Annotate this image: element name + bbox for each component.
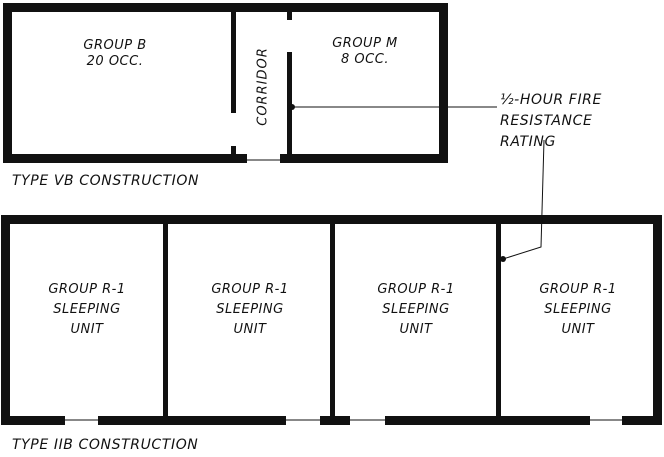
fire-rating-annotation: ½-Hour Fire Resistance Rating — [500, 92, 602, 150]
room-group-m-label: Group M 8 occ. — [332, 36, 398, 67]
room-group-b-label: Group B 20 occ. — [83, 38, 147, 69]
leader-line-bottom — [502, 139, 545, 260]
corridor-wall-east-lower — [287, 52, 292, 158]
bottom-construction-caption: Type IIB Construction — [12, 437, 199, 453]
sleeping-unit-2-label: Group R-1 Sleeping Unit — [211, 282, 289, 337]
corridor-label: Corridor — [255, 47, 271, 126]
top-exterior-wall-south-left — [3, 154, 247, 163]
top-exterior-wall-east — [439, 3, 448, 163]
bottom-exterior-wall-north — [1, 215, 662, 224]
sleeping-unit-1-label: Group R-1 Sleeping Unit — [48, 282, 126, 337]
top-exterior-wall-west — [3, 3, 12, 163]
corridor-wall-west-lower — [231, 146, 236, 158]
top-construction-caption: Type VB Construction — [12, 173, 200, 189]
corridor-wall-east-upper — [287, 10, 292, 20]
bottom-exterior-wall-east — [653, 215, 662, 425]
sleeping-unit-4-label: Group R-1 Sleeping Unit — [539, 282, 617, 337]
corridor-wall-west-upper — [231, 10, 236, 113]
sleeping-unit-3-label: Group R-1 Sleeping Unit — [377, 282, 455, 337]
bottom-exterior-wall-west — [1, 215, 10, 425]
top-exterior-wall-south-right — [280, 154, 448, 163]
top-exterior-wall-north — [3, 3, 448, 12]
